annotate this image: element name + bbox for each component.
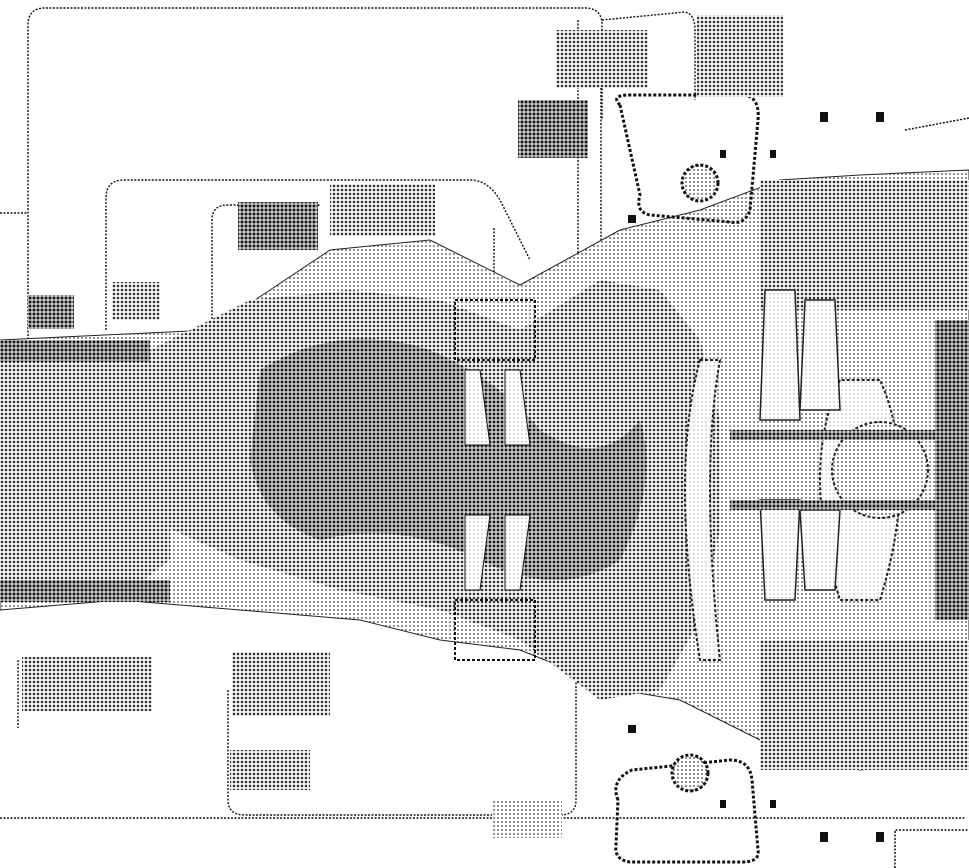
turbine-disk-left [684,359,722,661]
flange-lower [454,599,536,661]
bolt-mark-6 [770,800,776,808]
bolt-mark-7 [820,832,828,842]
bolt-mark-5 [720,800,726,808]
ring-bolt-top [680,163,720,203]
label-box-left-1 [28,295,74,329]
label-box-top-1 [556,30,648,88]
strut-upper-1 [464,369,491,446]
label-box-left-2 [112,282,160,320]
turbine-blade-lower-1 [759,499,801,601]
turbine-casing-lower [760,640,969,770]
turbine-casing-upper [760,180,969,310]
label-box-bottom-3 [230,750,310,790]
flange-upper [454,299,536,361]
label-box-mid-2 [330,184,435,236]
detail-marks [628,112,884,842]
bolt-mark-4 [770,150,776,158]
engine-main-body [0,169,969,771]
callout-boxes [22,15,783,838]
ring-bolt-bottom [670,753,710,793]
inner-bracket-2 [211,204,320,340]
bolt-mark-1 [820,112,828,122]
bottom-bracket [227,640,577,816]
nose-cone [0,345,170,600]
nose-stripe-upper [0,340,150,362]
turbine-blade-lower-2 [799,509,841,591]
ring-outline-top [615,93,760,224]
label-box-mid-1 [238,202,318,250]
label-box-bottom-4 [492,800,562,838]
strut-vanes [454,299,536,661]
inner-bracket-1 [105,179,531,330]
turbine-shaft-lower [730,500,969,510]
corner-bracket-top-right [904,117,969,131]
strut-lower-2 [504,514,531,591]
turbine-shaft-mid [730,430,969,440]
top-bracket-right [601,11,696,100]
exhaust-right-block [935,320,969,620]
bolt-mark-10 [628,215,636,223]
label-box-top-2 [697,15,783,97]
label-box-top-3 [518,100,588,158]
turbine-section [684,180,969,770]
label-box-bottom-1 [22,657,152,711]
bolt-mark-3 [720,150,726,158]
strut-lower-1 [464,514,491,591]
ring-outlines [614,93,760,864]
label-box-bottom-2 [232,652,330,716]
nose-stripe-lower [0,580,170,602]
corner-bracket-bottom-right [894,829,969,868]
bolt-mark-9 [628,725,636,733]
turbine-hub [831,421,929,519]
bolt-mark-8 [876,832,884,842]
strut-upper-2 [504,369,531,446]
turbine-blade-upper-1 [759,289,801,421]
combustor-zone [250,338,647,580]
bolt-mark-2 [876,112,884,122]
turbine-blade-upper-2 [799,299,841,411]
